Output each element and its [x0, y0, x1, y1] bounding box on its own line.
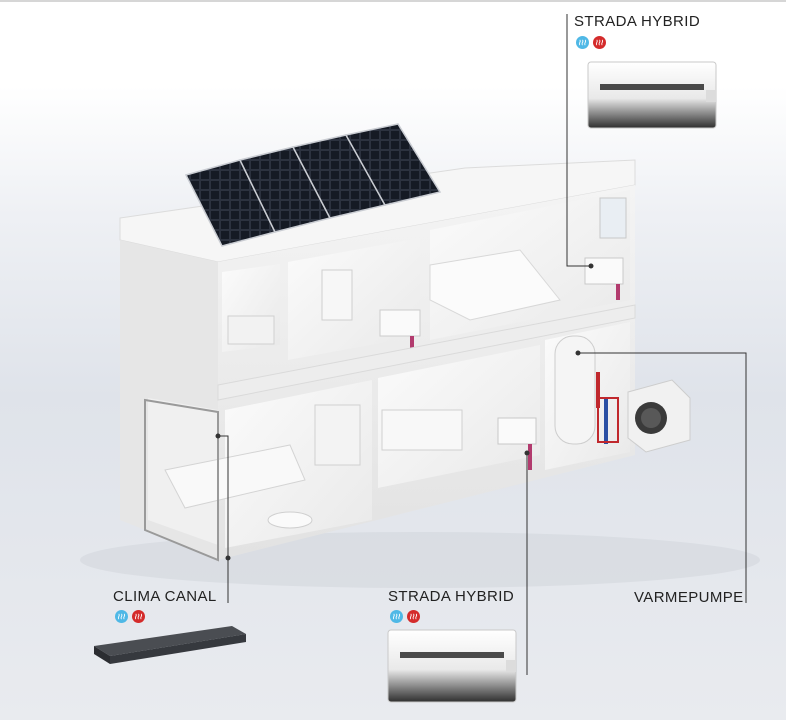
solar-panels [184, 123, 442, 247]
callout-lines [218, 14, 747, 675]
mode-icons-strada-bottom [390, 610, 420, 623]
label-strada-hybrid-top: STRADA HYBRID [574, 13, 701, 30]
label-strada-hybrid-bottom: STRADA HYBRID [388, 588, 515, 605]
product-image-strada-top [587, 61, 717, 129]
heating-wave-icon [132, 610, 145, 623]
glass-corner-frame [144, 398, 219, 562]
cooling-wave-icon [576, 36, 589, 49]
hot-water-tank [554, 335, 596, 445]
mode-icons-strada-top [576, 36, 606, 49]
kitchen-counter [381, 409, 463, 451]
pipe-bathroom [410, 336, 414, 356]
pipe-kitchen [528, 444, 532, 470]
unit-bathroom [379, 309, 421, 337]
callout-varmepumpe [578, 352, 747, 603]
bed [429, 249, 561, 321]
bathtub [227, 315, 275, 345]
middle-slab [217, 304, 636, 401]
cooling-wave-icon [390, 610, 403, 623]
pipe-bedroom [616, 284, 620, 300]
solar-panel-4 [344, 123, 442, 206]
label-clima-canal: CLIMA CANAL [113, 588, 217, 605]
window-bedroom [599, 197, 627, 239]
cooling-wave-icon [115, 610, 128, 623]
callout-strada-top [566, 14, 591, 267]
product-image-clima-canal [94, 626, 246, 664]
heating-wave-icon [407, 610, 420, 623]
callout-dots [215, 263, 594, 561]
vanity-cabinet [321, 269, 353, 321]
sofa [164, 444, 306, 509]
heat-pump-outdoor-unit [627, 379, 691, 453]
pipe-cold [604, 398, 608, 444]
label-varmepumpe: VARMEPUMPE [634, 589, 744, 606]
mode-icons-clima-canal [115, 610, 145, 623]
coffee-table [267, 511, 313, 529]
product-image-strada-bottom [387, 629, 517, 703]
callout-clima-canal [218, 435, 229, 603]
pipe-hot [596, 372, 600, 408]
heating-wave-icon [593, 36, 606, 49]
unit-kitchen [497, 417, 537, 445]
top-rule [0, 0, 786, 2]
tv-panel [314, 404, 361, 466]
unit-bedroom [584, 257, 624, 285]
tank-controller [597, 397, 619, 443]
